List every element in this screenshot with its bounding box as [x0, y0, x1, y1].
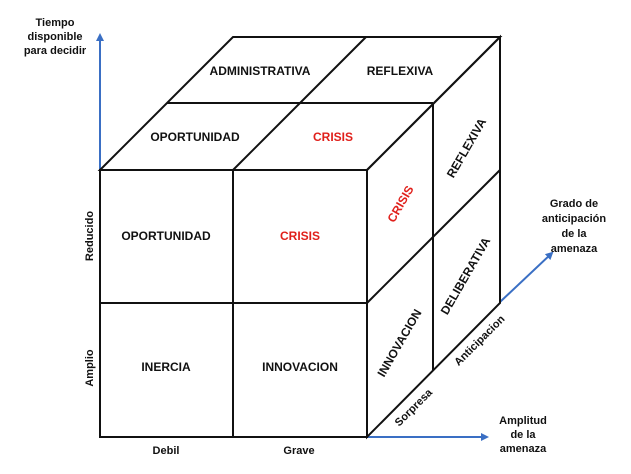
depth-tick-anticipacion: Anticipacion [452, 313, 507, 368]
top-cell-reflexiva: REFLEXIVA [367, 64, 434, 78]
front-cell-innovacion: INNOVACION [262, 360, 338, 374]
side-cell-crisis: CRISIS [384, 183, 416, 225]
cube-top-face [97, 36, 503, 171]
depth-axis-title-line-3: de la [561, 228, 587, 240]
front-cell-inercia: INERCIA [141, 360, 191, 374]
horizontal-axis-title-line-3: amenaza [500, 443, 547, 455]
vertical-tick-amplio: Amplio [84, 349, 96, 387]
depth-tick-sorpresa: Sorpresa [393, 386, 436, 429]
depth-axis-title-line-4: amenaza [551, 243, 598, 255]
depth-axis-arrow [499, 251, 554, 303]
side-cell-deliberativa: DELIBERATIVA [438, 235, 494, 318]
cube-side-face [366, 34, 501, 440]
top-cell-crisis: CRISIS [313, 130, 353, 144]
horizontal-tick-grave: Grave [283, 445, 314, 457]
horizontal-axis-title-line-1: Amplitud [499, 415, 547, 427]
top-cell-oportunidad: OPORTUNIDAD [150, 130, 240, 144]
side-cell-reflexiva: REFLEXIVA [444, 115, 490, 180]
horizontal-tick-debil: Debil [153, 445, 180, 457]
depth-axis-title-line-2: anticipación [542, 213, 606, 225]
front-cell-crisis: CRISIS [280, 229, 320, 243]
front-cell-oportunidad: OPORTUNIDAD [121, 229, 211, 243]
horizontal-axis-title-line-2: de la [510, 429, 536, 441]
top-cell-administrativa: ADMINISTRATIVA [210, 64, 311, 78]
vertical-axis-title-line-2: disponible [28, 31, 83, 43]
vertical-axis-title-line-3: para decidir [24, 45, 87, 57]
depth-axis-title-line-1: Grado de [550, 198, 598, 210]
vertical-axis-title-line-1: Tiempo [36, 17, 75, 29]
side-cell-innovacion: INNOVACION [375, 307, 425, 380]
vertical-tick-reducido: Reducido [84, 211, 96, 261]
cube-front-face [99, 169, 368, 438]
